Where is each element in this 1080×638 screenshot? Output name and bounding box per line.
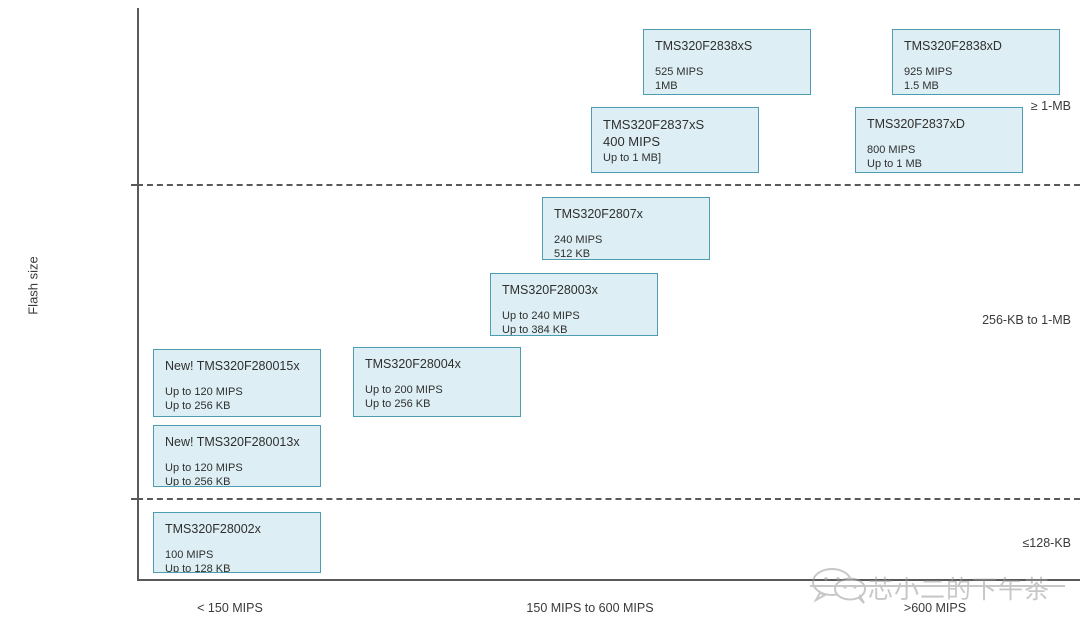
band-divider-1mb xyxy=(137,184,1080,186)
y-tick-label-128kb: ≤128-KB xyxy=(1022,536,1071,550)
x-tick-label-150-600mips: 150 MIPS to 600 MIPS xyxy=(526,601,654,615)
y-tick-label-256kb-1mb: 256-KB to 1-MB xyxy=(982,313,1071,327)
product-specs: Up to 120 MIPS Up to 256 KB xyxy=(165,461,309,487)
product-title: TMS320F28004x xyxy=(365,357,461,371)
product-spec-flash: Up to 128 KB xyxy=(165,562,231,573)
product-specs: Up to 120 MIPS Up to 256 KB xyxy=(165,385,309,414)
x-tick-label-under-150mips: < 150 MIPS xyxy=(197,601,263,615)
product-spec-mips: Up to 200 MIPS xyxy=(365,383,443,396)
product-specs: Up to 1 MB] xyxy=(603,151,747,165)
product-box-f28002x[interactable]: TMS320F28002x 100 MIPS Up to 128 KB xyxy=(153,512,321,573)
product-title: TMS320F2838xS xyxy=(655,39,753,53)
product-box-f2838xd[interactable]: TMS320F2838xD 925 MIPS 1.5 MB xyxy=(892,29,1060,95)
product-specs: 240 MIPS 512 KB xyxy=(554,233,698,260)
y-axis-line xyxy=(137,8,139,581)
product-title: TMS320F2837xS xyxy=(603,117,705,132)
product-title: TMS320F2838xD xyxy=(904,39,1002,53)
product-title: TMS320F2837xD xyxy=(867,117,965,131)
product-spec-mips: 525 MIPS xyxy=(655,65,704,78)
product-spec-flash: Up to 256 KB xyxy=(165,399,231,412)
product-spec-mips: 240 MIPS xyxy=(554,233,603,246)
product-spec-flash: 1MB xyxy=(655,79,678,92)
product-box-f28004x[interactable]: TMS320F28004x Up to 200 MIPS Up to 256 K… xyxy=(353,347,521,417)
product-spec-flash: Up to 256 KB xyxy=(165,475,231,487)
product-title: New! TMS320F280013x xyxy=(165,435,300,449)
product-spec-mips: 100 MIPS xyxy=(165,548,214,561)
product-title: TMS320F28003x xyxy=(502,283,598,297)
product-spec-flash: Up to 1 MB] xyxy=(603,151,662,164)
wechat-logo-icon xyxy=(812,568,866,604)
product-title: TMS320F28002x xyxy=(165,522,261,536)
product-spec-mips: 925 MIPS xyxy=(904,65,953,78)
product-title: New! TMS320F280015x xyxy=(165,359,300,373)
product-box-f2807x[interactable]: TMS320F2807x 240 MIPS 512 KB xyxy=(542,197,710,260)
product-spec-mips: Up to 120 MIPS xyxy=(165,385,243,398)
product-box-f2837xd[interactable]: TMS320F2837xD 800 MIPS Up to 1 MB xyxy=(855,107,1023,173)
watermark-strikethrough xyxy=(810,585,1065,587)
product-spec-flash: 512 KB xyxy=(554,247,591,260)
product-spec-flash: Up to 1 MB xyxy=(867,157,923,170)
product-specs: Up to 240 MIPS Up to 384 KB xyxy=(502,309,646,336)
product-box-f280015x[interactable]: New! TMS320F280015x Up to 120 MIPS Up to… xyxy=(153,349,321,417)
product-spec-mips: Up to 240 MIPS xyxy=(502,309,580,322)
x-tick-label-over-600mips: >600 MIPS xyxy=(903,601,967,615)
y-tick-mark-1mb xyxy=(131,184,139,186)
product-spec-flash: 1.5 MB xyxy=(904,79,939,92)
product-box-f2837xs[interactable]: TMS320F2837xS 400 MIPS Up to 1 MB] xyxy=(591,107,759,173)
product-spec-flash: Up to 256 KB xyxy=(365,397,431,410)
product-box-f2838xs[interactable]: TMS320F2838xS 525 MIPS 1MB xyxy=(643,29,811,95)
product-specs: 525 MIPS 1MB xyxy=(655,65,799,94)
product-specs: 800 MIPS Up to 1 MB xyxy=(867,143,1011,172)
y-axis-title: Flash size xyxy=(25,256,41,315)
product-box-f28003x[interactable]: TMS320F28003x Up to 240 MIPS Up to 384 K… xyxy=(490,273,658,336)
product-spec-mips: 800 MIPS xyxy=(867,143,916,156)
product-spec-mips: Up to 120 MIPS xyxy=(165,461,243,474)
product-title: TMS320F2807x xyxy=(554,207,643,221)
product-specs: 100 MIPS Up to 128 KB xyxy=(165,548,309,573)
y-tick-label-1mb: ≥ 1-MB xyxy=(1030,99,1071,113)
product-spec-mips: 400 MIPS xyxy=(603,133,661,149)
band-divider-128kb xyxy=(137,498,1080,500)
product-spec-flash: Up to 384 KB xyxy=(502,323,568,336)
product-specs: 925 MIPS 1.5 MB xyxy=(904,65,1048,94)
product-box-f280013x[interactable]: New! TMS320F280013x Up to 120 MIPS Up to… xyxy=(153,425,321,487)
x-axis-line xyxy=(137,579,1080,581)
y-tick-mark-128kb xyxy=(131,498,139,500)
product-specs: Up to 200 MIPS Up to 256 KB xyxy=(365,383,509,412)
